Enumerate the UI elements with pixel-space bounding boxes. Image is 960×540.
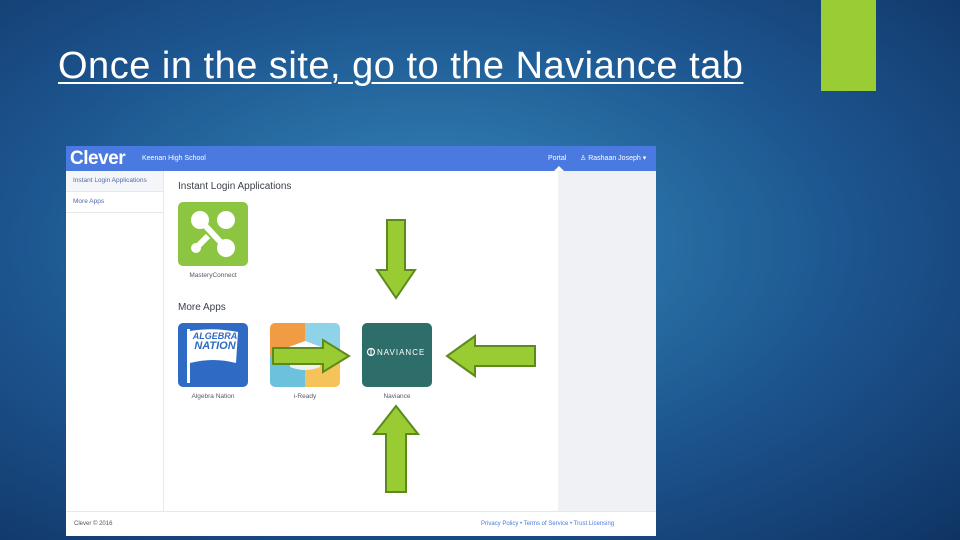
clever-logo[interactable]: Clever xyxy=(70,148,126,169)
app-label-naviance: Naviance xyxy=(383,393,411,400)
arrow-up-icon xyxy=(372,404,420,493)
arrow-right-icon xyxy=(272,338,351,374)
algebra-nation-flag-icon[interactable]: ALGEBRA NATION xyxy=(178,323,248,387)
sidebar-item-more-apps[interactable]: More Apps xyxy=(66,192,163,213)
app-label-iready: i-Ready xyxy=(293,393,317,400)
sidebar-item-instant-login[interactable]: Instant Login Applications xyxy=(66,171,163,192)
app-label-masteryconnect: MasteryConnect xyxy=(189,272,237,279)
app-masteryconnect[interactable]: MasteryConnect xyxy=(177,202,249,280)
footer-links[interactable]: Privacy Policy • Terms of Service • Trus… xyxy=(481,521,615,527)
user-menu[interactable]: ♙ Rashaan Joseph ▾ xyxy=(580,155,647,162)
accent-bar xyxy=(821,0,876,91)
app-naviance[interactable]: NAVIANCE Naviance xyxy=(361,323,433,401)
naviance-logo-icon[interactable]: NAVIANCE xyxy=(362,323,432,387)
section-title-instant-login: Instant Login Applications xyxy=(178,181,292,192)
sidebar: Instant Login Applications More Apps xyxy=(66,171,164,511)
algebra-nation-logo-text-bottom: NATION xyxy=(194,340,236,352)
active-nav-indicator xyxy=(554,166,564,171)
arrow-left-icon xyxy=(445,334,536,378)
masteryconnect-logo-icon[interactable] xyxy=(178,202,248,266)
naviance-logo-text: NAVIANCE xyxy=(377,348,426,357)
arrow-down-icon xyxy=(375,219,417,300)
clever-screenshot: Clever Keenan High School Portal ♙ Rasha… xyxy=(66,146,656,536)
nav-portal-link[interactable]: Portal xyxy=(548,155,567,162)
right-gutter xyxy=(558,171,656,511)
algebra-nation-logo-text-top: ALGEBRA xyxy=(192,331,238,341)
slide-title: Once in the site, go to the Naviance tab xyxy=(58,45,744,87)
school-name: Keenan High School xyxy=(142,155,206,162)
app-label-algebra-nation: Algebra Nation xyxy=(191,393,235,400)
app-algebra-nation[interactable]: ALGEBRA NATION Algebra Nation xyxy=(177,323,249,401)
section-title-more-apps: More Apps xyxy=(178,302,226,313)
clever-header: Clever Keenan High School Portal ♙ Rasha… xyxy=(66,146,656,171)
clever-footer: Clever © 2016 Privacy Policy • Terms of … xyxy=(66,511,656,536)
footer-copyright: Clever © 2016 xyxy=(74,521,113,527)
